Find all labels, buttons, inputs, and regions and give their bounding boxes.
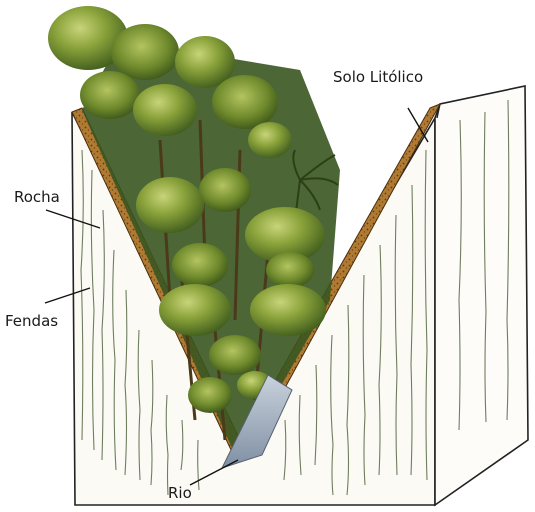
tree-canopy bbox=[111, 24, 179, 80]
rock-side-face bbox=[435, 86, 528, 505]
tree-canopy bbox=[172, 243, 228, 287]
tree-canopy bbox=[136, 177, 204, 233]
label-rocha: Rocha bbox=[14, 190, 60, 205]
label-solo-litolico: Solo Litólico bbox=[333, 70, 423, 85]
tree-canopy bbox=[212, 75, 278, 129]
tree-canopy bbox=[159, 284, 231, 336]
tree-canopy bbox=[209, 335, 261, 375]
tree-canopy bbox=[80, 71, 140, 119]
label-fendas: Fendas bbox=[5, 314, 58, 329]
tree-canopy bbox=[199, 168, 251, 212]
label-rio: Rio bbox=[168, 486, 192, 501]
tree-canopy bbox=[133, 84, 197, 136]
tree-canopy bbox=[248, 122, 292, 158]
tree-canopy bbox=[250, 284, 326, 336]
tree-canopy bbox=[266, 252, 314, 288]
tree-canopy bbox=[188, 377, 232, 413]
